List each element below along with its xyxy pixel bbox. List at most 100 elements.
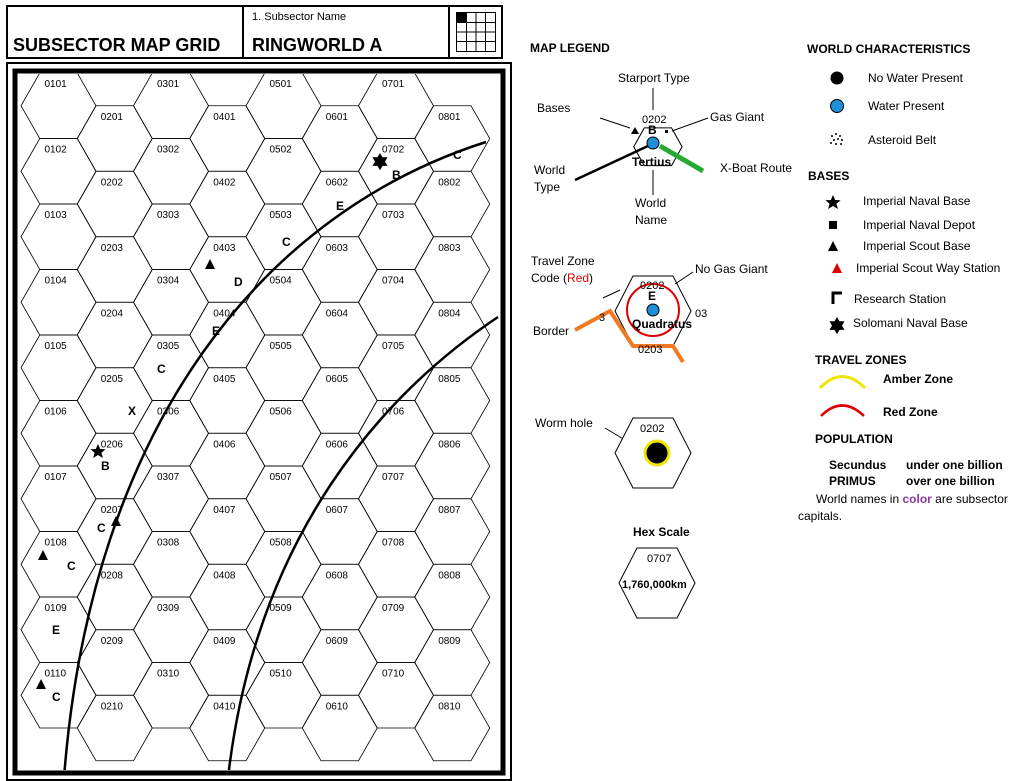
hex-number: 0602 [326,177,349,188]
travel-zone-label: Travel Zone [531,254,595,268]
zone-letter: X [128,404,136,418]
scout-base-icon [36,679,46,689]
hex-number: 0608 [326,570,349,581]
zone-letter: D [234,275,243,289]
starport-type-label: Starport Type [618,71,690,85]
map-symbols [36,153,388,689]
ring-arcs [63,140,499,770]
world-type-pointer [574,144,649,182]
hex-number: 0701 [382,79,405,90]
border-label: Border [533,324,569,338]
border-line [574,308,685,364]
hex-number: 0210 [101,701,124,712]
hex-number: 0103 [45,210,68,221]
zone-letter: E [336,199,344,213]
scale-hex-number: 0707 [647,553,671,565]
hex-number: 0507 [270,472,293,483]
hex-number: 0505 [270,341,293,352]
hex-number: 0704 [382,276,405,287]
hex-number: 0802 [438,177,461,188]
zone-letter: C [67,559,76,573]
scout-base-icon [111,516,121,526]
hex-number: 0208 [101,570,124,581]
legend-panel: MAP LEGEND Starport Type Bases Gas Giant… [530,41,1008,619]
naval-base-icon [90,444,106,458]
zone-letter: B [392,168,401,182]
zone-letter: C [97,521,106,535]
hex-number: 0702 [382,145,405,156]
hex-number: 0710 [382,669,405,680]
no-gas-giant-label: No Gas Giant [695,262,768,276]
travel-zones-title: TRAVEL ZONES [815,353,907,367]
asteroid-belt-icon [830,133,843,145]
subsector-name-cell: 1. Subsector Name RINGWORLD A [244,7,450,57]
hex-number: 0305 [157,341,180,352]
capital-note-line2: capitals. [798,509,842,523]
hex-number: 0510 [270,669,293,680]
hex-number: 0605 [326,374,349,385]
zone-letter: E [212,324,220,338]
secundus-example: Secundus [829,458,887,472]
hex-number: 0108 [45,538,68,549]
title-cell: SUBSECTOR MAP GRID [8,7,244,57]
worm-hole-label: Worm hole [535,416,593,430]
naval-base-legend-icon [825,195,841,209]
pointer-line [599,117,631,129]
solomani-label: Solomani Naval Base [853,316,968,330]
hex-number: 0508 [270,538,293,549]
hex-number: 0302 [157,145,180,156]
hex-number: 0309 [157,603,180,614]
hex-number: 0806 [438,439,461,450]
scout-base-icon [38,550,48,560]
hex-number: 0105 [45,341,68,352]
amber-zone-icon [818,375,867,390]
hex-scale-title: Hex Scale [633,525,690,539]
world-name-label-1: World [635,196,666,210]
subsector-name: RINGWORLD A [252,35,383,55]
water-world-icon [646,303,660,317]
hex-number: 0405 [213,374,236,385]
hex-number: 0110 [45,669,67,680]
hex-number: 0401 [213,112,236,123]
sample2-world-name: Quadratus [632,317,692,331]
naval-depot-icon [829,221,837,229]
hex-number: 0301 [157,79,180,90]
pointer-line [602,289,621,299]
pointer-line [674,271,694,285]
page-title: SUBSECTOR MAP GRID [13,35,221,55]
subsector-grid-icon [456,12,496,52]
pointer-line [604,427,626,441]
research-station-icon [831,291,842,304]
hex-number: 0307 [157,472,180,483]
header-box: SUBSECTOR MAP GRID 1. Subsector Name RIN… [6,5,503,59]
subsector-name-label: 1. Subsector Name [252,11,347,23]
hex-number: 0804 [438,308,461,319]
water-label: Water Present [868,99,945,113]
hex-number: 0306 [157,407,180,418]
hex-number: 0503 [270,210,293,221]
hex-number: 0501 [270,79,293,90]
hex-number: 0506 [270,407,293,418]
hex-number: 0603 [326,243,349,254]
hex-number: 0601 [326,112,349,123]
scale-value: 1,760,000km [622,579,687,591]
hex-number: 0708 [382,538,405,549]
hex-number: 0204 [101,308,124,319]
hex-number: 0805 [438,374,461,385]
hex-number: 0607 [326,505,349,516]
red-zone-label: Red Zone [883,405,938,419]
hex-number: 0709 [382,603,405,614]
hex-number: 0408 [213,570,236,581]
worm-hole-icon [643,439,671,467]
sample2-starport: E [648,289,656,303]
sample-starport: B [648,123,657,137]
hex-number: 0106 [45,407,68,418]
pointer-line [671,117,709,132]
no-water-label: No Water Present [868,71,964,85]
hex-number: 0409 [213,636,236,647]
hex-number: 0810 [438,701,461,712]
hex-number: 0703 [382,210,405,221]
subsector-map: 0101010201030104010501060107010801090110… [6,62,512,781]
code-red-label: Code (Red) [531,271,593,285]
